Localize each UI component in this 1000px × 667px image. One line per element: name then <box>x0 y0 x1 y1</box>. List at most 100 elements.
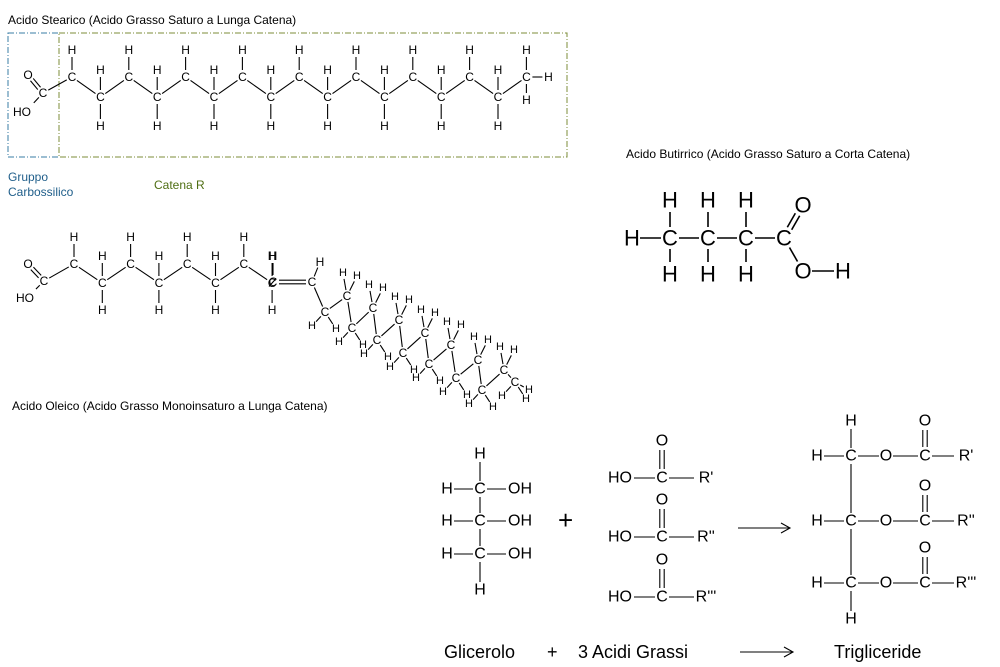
atom-c: C <box>39 86 48 100</box>
stearic-title: Acido Stearico (Acido Grasso Saturo a Lu… <box>8 13 296 27</box>
fatty-acids-caption: 3 Acidi Grassi <box>578 642 688 662</box>
atom-h: H <box>738 188 754 213</box>
bond <box>393 357 400 363</box>
atom-c: C <box>511 375 520 389</box>
atom-h: H <box>700 188 716 213</box>
bond <box>486 373 500 387</box>
atom-h: H <box>441 513 453 530</box>
bond <box>248 266 268 281</box>
atom-c: C <box>211 276 220 290</box>
atom-c: C <box>399 346 408 360</box>
bond <box>327 316 334 325</box>
bond <box>315 316 322 322</box>
bond <box>355 311 370 325</box>
atom-h: H <box>441 546 453 563</box>
bond <box>190 80 210 94</box>
bond <box>30 269 39 279</box>
bond <box>343 278 347 291</box>
atom-c: C <box>738 226 754 251</box>
bond <box>500 352 504 365</box>
atom-h: H <box>339 267 347 279</box>
bond <box>163 266 183 281</box>
atom-h: H <box>474 446 486 463</box>
atom-h: H <box>441 481 453 498</box>
atom-h: H <box>155 303 164 317</box>
atom-c: C <box>421 326 430 340</box>
atom-h: H <box>96 119 105 133</box>
atom-c: C <box>124 70 133 84</box>
bond <box>35 284 41 290</box>
oleic-title: Acido Oleico (Acido Grasso Monoinsaturo … <box>12 399 328 413</box>
bond <box>421 315 425 328</box>
atom-c: C <box>369 301 378 315</box>
atom-c: C <box>425 357 434 371</box>
atom-h: H <box>431 307 439 319</box>
atom-h: H <box>316 255 325 269</box>
atom-c: C <box>494 90 503 104</box>
atom-h: H <box>417 304 425 316</box>
atom-c: C <box>465 70 474 84</box>
atom-h: H <box>443 316 451 328</box>
atom-h: H <box>384 351 392 363</box>
bond <box>431 368 438 377</box>
atom-h: H <box>489 401 497 413</box>
atom-c: C <box>500 363 509 377</box>
bond <box>425 338 429 359</box>
bond <box>474 342 478 355</box>
bond <box>32 78 41 88</box>
atom-c: C <box>153 90 162 104</box>
atom-h: H <box>266 119 275 133</box>
bond <box>161 80 182 94</box>
bond <box>460 363 474 375</box>
atom-h: H <box>522 393 530 405</box>
bond <box>313 267 319 277</box>
atom-h: H <box>183 230 192 244</box>
atom-o: O <box>880 448 892 465</box>
bond <box>786 212 797 228</box>
atom-h: H <box>380 119 389 133</box>
atom-h: H <box>412 372 420 384</box>
atom-c: C <box>522 70 531 84</box>
bond <box>303 80 324 94</box>
bond <box>453 330 459 340</box>
bond <box>342 332 349 338</box>
bond <box>332 80 352 94</box>
bond <box>104 80 125 94</box>
atom-h: H <box>126 230 135 244</box>
atom-c: C <box>183 257 192 271</box>
bond <box>407 336 421 350</box>
atom-c: C <box>452 371 461 385</box>
bond <box>788 247 799 262</box>
atom-h: H <box>210 63 219 77</box>
bond <box>218 80 238 94</box>
atom-h: H <box>70 230 79 244</box>
bond <box>790 215 801 231</box>
atom-o: O <box>656 552 668 569</box>
bond <box>447 327 451 340</box>
bond <box>369 290 373 303</box>
atom-r2: R'' <box>957 513 975 530</box>
atom-c: C <box>40 274 49 288</box>
atom-h: H <box>323 63 332 77</box>
caption-plus: + <box>547 642 558 662</box>
bond <box>388 80 409 94</box>
atom-h: H <box>522 93 531 107</box>
bond <box>505 386 512 392</box>
bond <box>76 80 96 94</box>
bond <box>313 287 324 307</box>
atom-c: C <box>656 589 668 606</box>
atom-o: O <box>656 433 668 450</box>
atom-c: C <box>380 90 389 104</box>
atom-h: H <box>410 364 418 376</box>
carboxyl-group-box <box>7 32 60 158</box>
atom-c: C <box>210 90 219 104</box>
atom-oh: OH <box>508 481 532 498</box>
atom-h: H <box>484 334 492 346</box>
bond <box>401 305 407 315</box>
atom-h: H <box>437 119 446 133</box>
